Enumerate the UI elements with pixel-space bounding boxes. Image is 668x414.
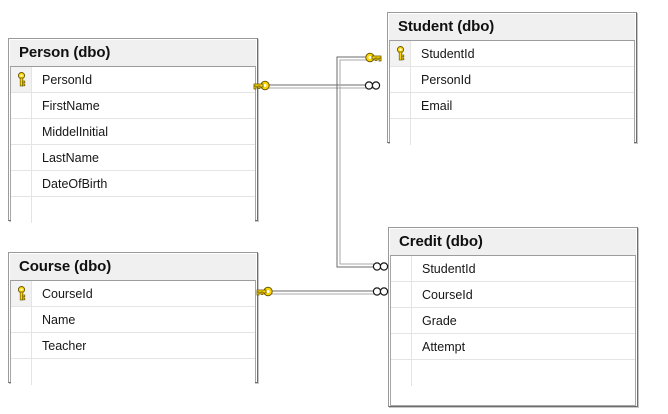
table-person[interactable]: Person (dbo) PersonId FirstName bbox=[8, 38, 258, 223]
table-title-credit: Credit (dbo) bbox=[390, 229, 636, 255]
primary-key-gutter bbox=[11, 67, 32, 92]
table-row[interactable]: FirstName bbox=[11, 93, 255, 119]
primary-key-gutter bbox=[390, 93, 411, 118]
column-name: PersonId bbox=[421, 72, 472, 87]
relationship-key-icon-course bbox=[256, 286, 273, 297]
primary-key-gutter bbox=[391, 334, 412, 359]
table-row[interactable]: CourseId bbox=[11, 281, 255, 307]
column-name: CourseId bbox=[422, 287, 473, 302]
column-name: LastName bbox=[42, 150, 99, 165]
relationship-infinity-icon-student-personid bbox=[364, 81, 381, 90]
table-title-course: Course (dbo) bbox=[10, 254, 256, 280]
column-name: DateOfBirth bbox=[42, 176, 108, 191]
table-student[interactable]: Student (dbo) StudentId PersonId bbox=[387, 12, 637, 145]
relationship-student-credit[interactable] bbox=[336, 56, 377, 268]
primary-key-gutter bbox=[11, 93, 32, 118]
primary-key-gutter bbox=[11, 359, 32, 385]
column-name: CourseId bbox=[42, 286, 93, 301]
table-row[interactable]: LastName bbox=[11, 145, 255, 171]
primary-key-gutter bbox=[390, 41, 411, 66]
relationship-key-icon-person bbox=[253, 80, 270, 91]
table-credit[interactable]: Credit (dbo) StudentId CourseId Grade At… bbox=[388, 227, 638, 407]
primary-key-gutter bbox=[11, 333, 32, 358]
table-course[interactable]: Course (dbo) CourseId Name bbox=[8, 252, 258, 385]
column-grid-course: CourseId Name Teacher bbox=[10, 280, 256, 385]
column-name: Attempt bbox=[422, 339, 466, 354]
column-name: PersonId bbox=[42, 72, 93, 87]
table-row[interactable]: StudentId bbox=[391, 256, 635, 282]
primary-key-gutter bbox=[11, 197, 32, 223]
primary-key-gutter bbox=[11, 281, 32, 306]
primary-key-icon bbox=[396, 46, 404, 61]
primary-key-icon bbox=[17, 286, 25, 301]
primary-key-gutter bbox=[391, 282, 412, 307]
relationship-course-credit[interactable] bbox=[272, 290, 378, 295]
table-row[interactable]: MiddelInitial bbox=[11, 119, 255, 145]
column-name: Email bbox=[421, 98, 453, 113]
table-row[interactable]: Name bbox=[11, 307, 255, 333]
table-row[interactable]: DateOfBirth bbox=[11, 171, 255, 197]
column-grid-person: PersonId FirstName MiddelInitial LastNam… bbox=[10, 66, 256, 223]
table-row[interactable]: Attempt bbox=[391, 334, 635, 360]
column-name: Teacher bbox=[42, 338, 87, 353]
table-title-student: Student (dbo) bbox=[389, 14, 635, 40]
table-row[interactable]: PersonId bbox=[11, 67, 255, 93]
primary-key-gutter bbox=[391, 256, 412, 281]
primary-key-gutter bbox=[390, 67, 411, 92]
table-row[interactable]: PersonId bbox=[390, 67, 634, 93]
relationship-infinity-icon-credit-courseid bbox=[372, 287, 389, 296]
relationship-infinity-icon-credit-studentid bbox=[372, 262, 389, 271]
primary-key-gutter bbox=[11, 145, 32, 170]
table-title-person: Person (dbo) bbox=[10, 40, 256, 66]
primary-key-gutter bbox=[11, 171, 32, 196]
relationship-person-student[interactable] bbox=[268, 84, 378, 89]
table-row-empty[interactable] bbox=[11, 197, 255, 223]
primary-key-gutter bbox=[11, 119, 32, 144]
table-row[interactable]: StudentId bbox=[390, 41, 634, 67]
column-name: FirstName bbox=[42, 98, 100, 113]
table-row[interactable]: CourseId bbox=[391, 282, 635, 308]
column-name: StudentId bbox=[422, 261, 476, 276]
table-row-empty[interactable] bbox=[391, 360, 635, 386]
column-name: MiddelInitial bbox=[42, 124, 109, 139]
column-grid-student: StudentId PersonId Email bbox=[389, 40, 635, 145]
column-name: Name bbox=[42, 312, 76, 327]
table-row-empty[interactable] bbox=[11, 359, 255, 385]
column-grid-credit: StudentId CourseId Grade Attempt bbox=[390, 255, 636, 406]
primary-key-icon bbox=[17, 72, 25, 87]
primary-key-gutter bbox=[391, 308, 412, 333]
relationship-key-icon-student bbox=[365, 52, 382, 63]
table-row[interactable]: Email bbox=[390, 93, 634, 119]
table-row[interactable]: Teacher bbox=[11, 333, 255, 359]
column-name: Grade bbox=[422, 313, 457, 328]
table-row[interactable]: Grade bbox=[391, 308, 635, 334]
column-name: StudentId bbox=[421, 46, 475, 61]
primary-key-gutter bbox=[390, 119, 411, 145]
primary-key-gutter bbox=[11, 307, 32, 332]
primary-key-gutter bbox=[391, 360, 412, 386]
table-row-empty[interactable] bbox=[390, 119, 634, 145]
